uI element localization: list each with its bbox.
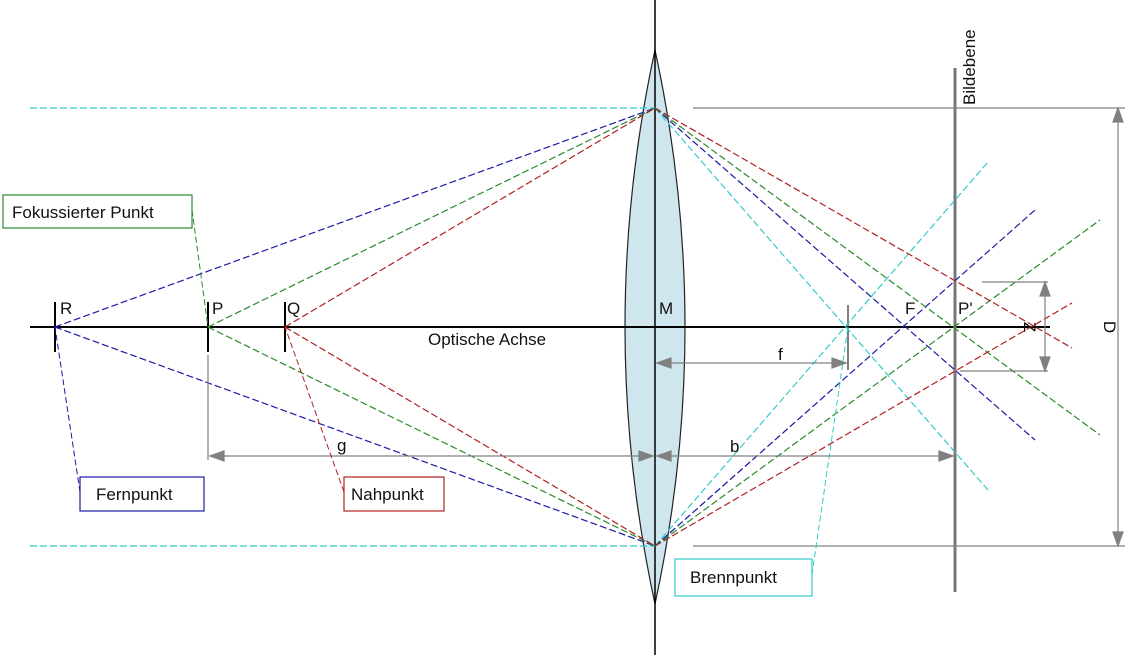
label-M: M [659, 299, 673, 318]
label-Z: Z [1020, 322, 1039, 332]
near-point-box [343, 476, 445, 512]
near-point-label: Nahpunkt [351, 485, 424, 504]
far-rays [54, 107, 1036, 547]
far-point-label: Fernpunkt [96, 485, 173, 504]
focal-point-label: Brennpunkt [690, 568, 777, 587]
focal-point-box [674, 558, 813, 597]
far-point-leader [54, 326, 81, 493]
label-F: F [905, 299, 915, 318]
image-plane-label: Bildebene [960, 29, 979, 105]
near-rays [284, 107, 1073, 547]
near-point-leader [284, 326, 345, 493]
focused-point-label: Fokussierter Punkt [12, 203, 154, 222]
dimensions [207, 106, 1125, 548]
optical-axis-label: Optische Achse [428, 330, 546, 349]
label-f: f [778, 345, 783, 364]
far-point-box [79, 476, 205, 512]
focused-point-box [2, 194, 193, 229]
parallel-rays [30, 107, 989, 547]
label-D: D [1100, 321, 1119, 333]
focused-point-leader [191, 209, 209, 328]
label-Q: Q [287, 299, 300, 318]
label-P: P [212, 299, 223, 318]
focused-rays [207, 107, 1101, 547]
label-g: g [337, 436, 346, 455]
label-b: b [730, 437, 739, 456]
label-R: R [60, 299, 72, 318]
label-P-prime: P' [958, 299, 973, 318]
focal-point-leader [811, 326, 849, 576]
